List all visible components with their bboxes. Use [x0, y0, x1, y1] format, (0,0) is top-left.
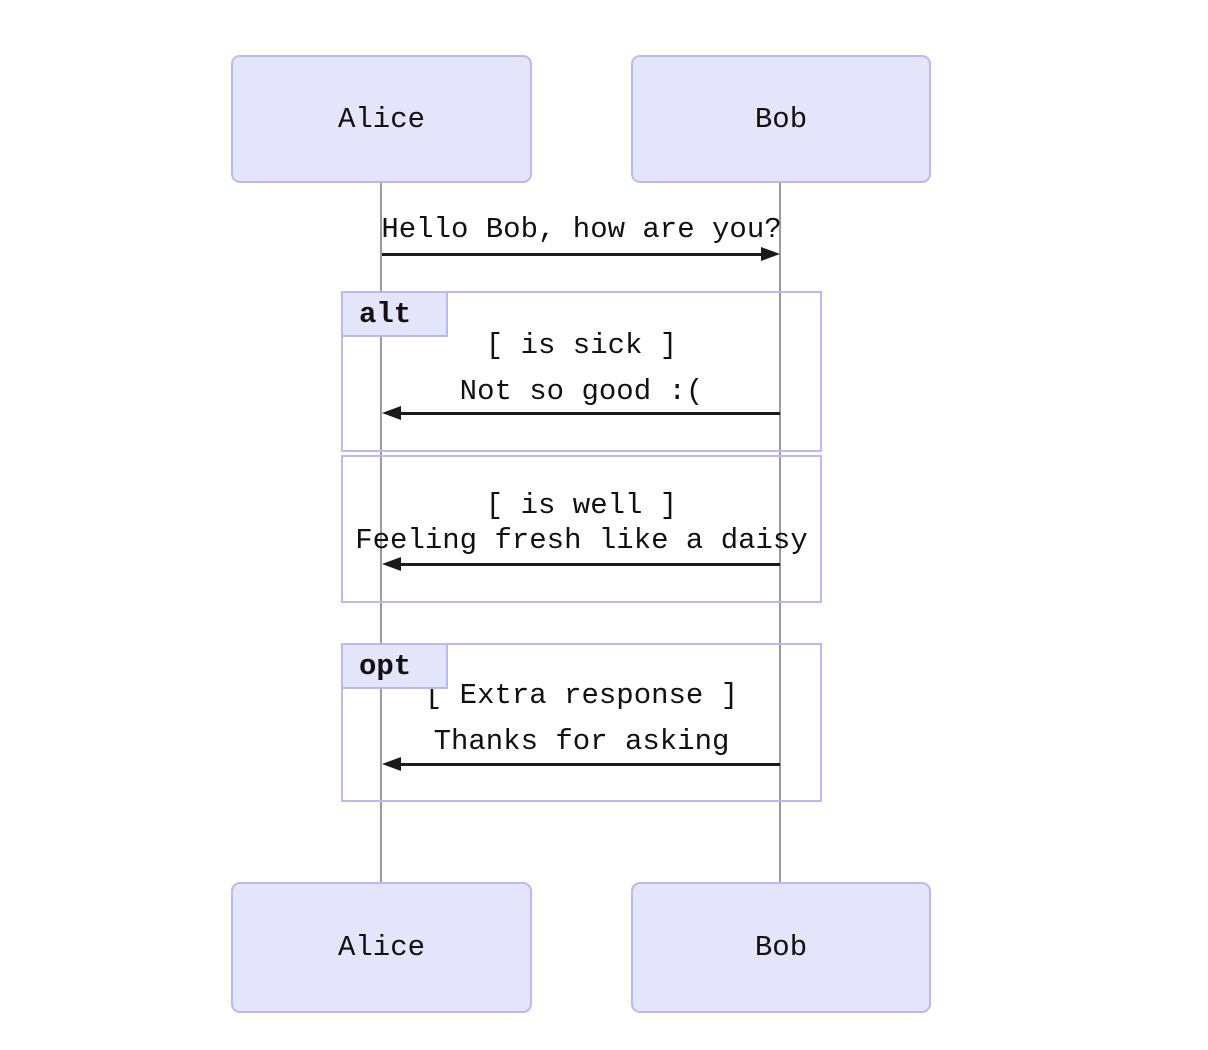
message-text-not-so-good: Not so good :(	[459, 375, 704, 408]
actor-label-alice: Alice	[337, 931, 425, 964]
arrow-shaft	[401, 562, 780, 566]
alt-frame-label: alt	[341, 291, 448, 337]
guard-text-is-well: [ is well ]	[485, 489, 678, 522]
message-arrow-left	[382, 756, 780, 772]
message-arrow-right	[382, 246, 780, 262]
arrowhead-left-icon	[382, 557, 401, 571]
lifeline-bob	[779, 183, 781, 884]
actor-label-bob: Bob	[754, 102, 808, 136]
alt-frame-section-well	[341, 455, 822, 603]
opt-frame-label: opt	[341, 643, 448, 689]
arrow-shaft	[401, 762, 780, 766]
message-arrow-left	[382, 405, 780, 421]
lifeline-alice	[380, 183, 382, 884]
actor-box-alice-bottom: Alice	[231, 882, 532, 1013]
actor-label-bob: Bob	[754, 931, 808, 964]
guard-text-is-sick: [ is sick ]	[485, 329, 678, 362]
arrow-shaft	[401, 411, 780, 415]
alt-label-text: alt	[359, 297, 412, 331]
actor-box-bob-bottom: Bob	[631, 882, 931, 1013]
arrowhead-left-icon	[382, 757, 401, 771]
arrow-shaft	[382, 252, 761, 256]
arrowhead-right-icon	[761, 247, 780, 261]
actor-box-alice-top: Alice	[231, 55, 532, 183]
guard-text-extra-response: [ Extra response ]	[424, 679, 739, 712]
actor-box-bob-top: Bob	[631, 55, 931, 183]
opt-frame-section	[341, 643, 822, 802]
message-text-hello: Hello Bob, how are you?	[381, 213, 782, 246]
message-arrow-left	[382, 556, 780, 572]
actor-label-alice: Alice	[337, 102, 425, 136]
message-text-thanks: Thanks for asking	[433, 725, 730, 758]
arrowhead-left-icon	[382, 406, 401, 420]
opt-label-text: opt	[359, 649, 412, 683]
alt-frame-section-sick	[341, 291, 822, 452]
message-text-feeling-fresh: Feeling fresh like a daisy	[355, 524, 808, 557]
